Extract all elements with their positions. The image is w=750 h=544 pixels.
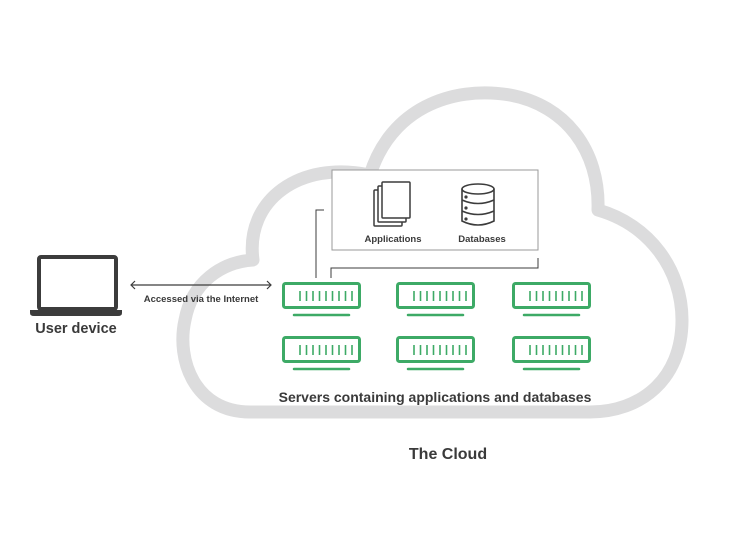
database-icon — [461, 183, 495, 226]
connector-lines — [315, 209, 539, 278]
server-icon — [512, 282, 591, 317]
cloud-icon — [176, 86, 689, 419]
server-icon — [282, 336, 361, 371]
server-icon — [396, 336, 475, 371]
applications-label: Applications — [364, 234, 421, 245]
the-cloud-label: The Cloud — [409, 446, 487, 463]
servers-grid — [282, 282, 591, 371]
user-device-label: User device — [35, 321, 116, 337]
services-box — [331, 169, 539, 251]
double-arrow-icon — [130, 280, 272, 290]
databases-label: Databases — [458, 234, 506, 245]
connection-label: Accessed via the Internet — [144, 294, 259, 305]
servers-label: Servers containing applications and data… — [279, 389, 592, 405]
server-icon — [282, 282, 361, 317]
server-icon — [512, 336, 591, 371]
laptop-icon — [30, 255, 122, 316]
documents-icon — [373, 181, 411, 227]
server-icon — [396, 282, 475, 317]
